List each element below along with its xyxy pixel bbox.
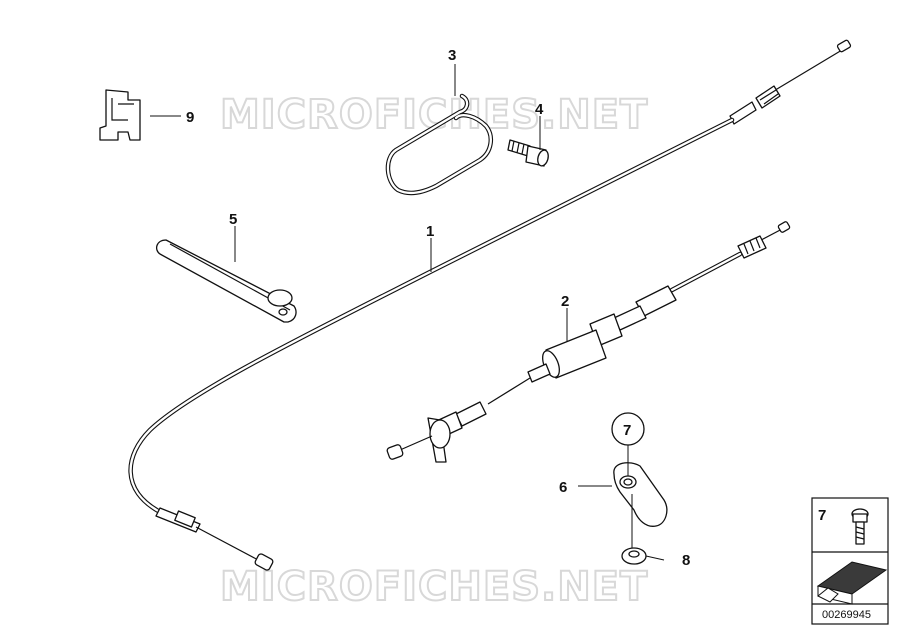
callout-5: 5: [229, 211, 237, 228]
callout-3: 3: [448, 47, 456, 64]
leader-lines: [150, 64, 665, 561]
part-3-wire-clip: [385, 93, 494, 196]
diagram-id: 00269945: [822, 609, 871, 621]
screw-icon: [851, 508, 869, 545]
part-6-bracket: [613, 462, 668, 527]
callout-8: 8: [682, 552, 690, 569]
callout-7: 7: [623, 422, 631, 439]
callout-2: 2: [561, 293, 569, 310]
callout-6: 6: [559, 479, 567, 496]
part-2-cable-damper: [386, 221, 791, 463]
callout-1: 1: [426, 223, 434, 240]
part-1-cable: [128, 39, 852, 571]
callout-9: 9: [186, 109, 194, 126]
part-4-screw: [507, 139, 549, 167]
arrow-icon: [816, 561, 888, 605]
watermark-bottom: MICROFICHES.NET: [220, 564, 648, 610]
part-5-strap: [155, 239, 297, 323]
watermark-top: MICROFICHES.NET: [220, 92, 648, 138]
part-9-clip: [99, 89, 141, 141]
part-8-washer: [621, 547, 647, 565]
inset-part-number: 7: [818, 507, 826, 524]
inset-box: 7 00269945: [811, 497, 889, 625]
callout-7-circle: [611, 412, 645, 446]
callout-4: 4: [535, 101, 544, 118]
